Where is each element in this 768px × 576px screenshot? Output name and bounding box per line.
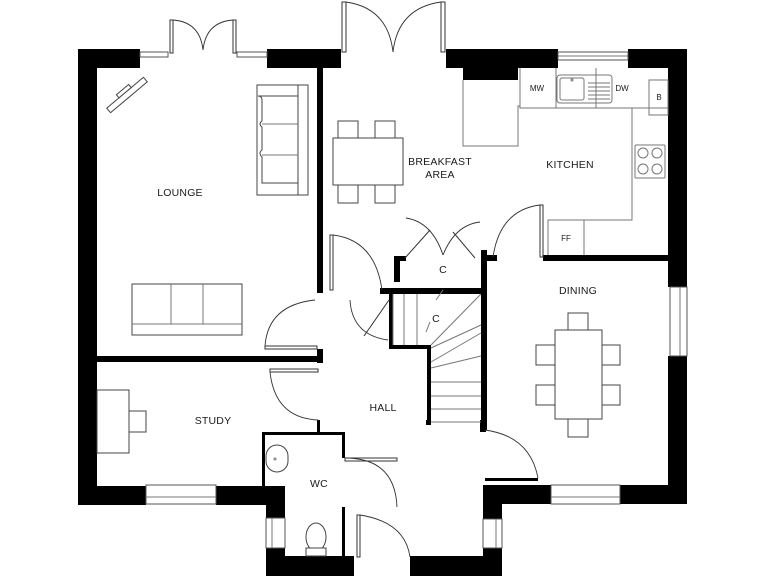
boiler-label: B xyxy=(656,93,661,102)
dining-table-icon xyxy=(535,312,621,438)
toilet-icon xyxy=(305,522,327,557)
room-label-study: STUDY xyxy=(195,415,232,427)
exterior-walls xyxy=(78,49,687,576)
appliance-labels: MW DW B FF xyxy=(530,84,662,243)
tv-icon xyxy=(105,76,149,114)
room-label-breakfast-line1: BREAKFAST xyxy=(408,156,472,168)
room-label-breakfast-line2: AREA xyxy=(425,169,454,181)
sofa-icon xyxy=(131,283,243,336)
basin-icon xyxy=(265,444,289,473)
room-label-lounge: LOUNGE xyxy=(157,187,203,199)
room-label-cupboard: C xyxy=(439,264,447,276)
microwave-label: MW xyxy=(530,84,545,93)
furniture xyxy=(96,76,621,557)
windows xyxy=(139,51,688,549)
sofa-icon xyxy=(256,84,309,196)
kitchen-fittings xyxy=(462,68,669,255)
staircase xyxy=(392,289,482,423)
dishwasher-label: DW xyxy=(615,84,629,93)
desk-icon xyxy=(96,389,147,454)
room-label-wc: WC xyxy=(310,478,328,490)
room-label-hall: HALL xyxy=(369,402,396,414)
room-label-cupboard-understairs: C xyxy=(432,313,440,325)
interior-walls xyxy=(97,68,669,557)
doors xyxy=(169,1,544,558)
room-label-dining: DINING xyxy=(559,285,597,297)
room-label-kitchen: KITCHEN xyxy=(546,159,594,171)
breakfast-table-icon xyxy=(332,120,404,204)
fridge-freezer-label: FF xyxy=(561,234,571,243)
room-labels: LOUNGE BREAKFAST AREA KITCHEN DINING STU… xyxy=(157,156,597,490)
